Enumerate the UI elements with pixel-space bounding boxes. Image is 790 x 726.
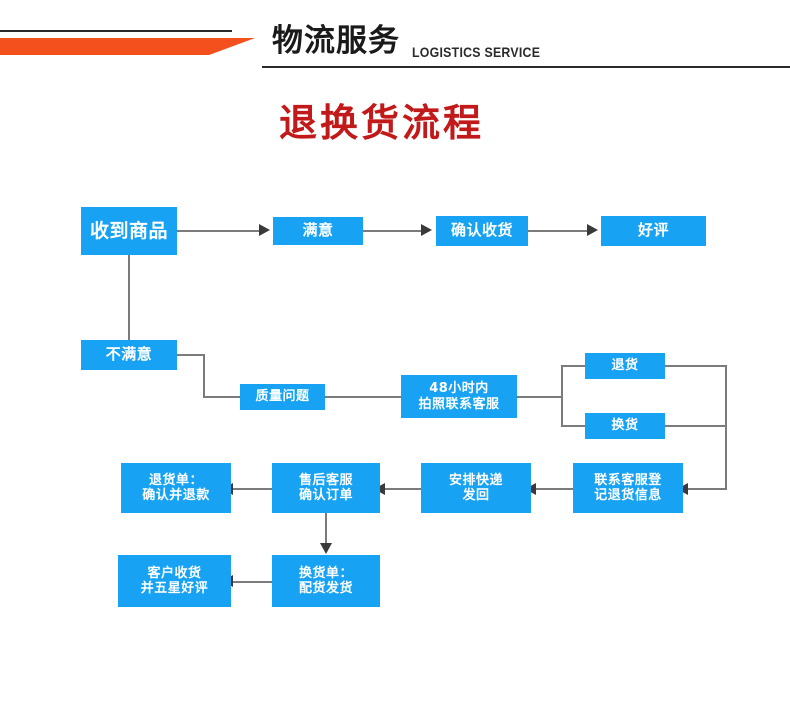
flow-node-contact-48h[interactable]: 48小时内 拍照联系客服	[401, 375, 517, 418]
flow-node-exchange-goods[interactable]: 换货	[585, 413, 665, 439]
connector-exchange-order-to-customer	[232, 581, 272, 583]
flow-node-received[interactable]: 收到商品	[81, 207, 177, 255]
connector-48h-branch-v	[561, 366, 563, 426]
flow-node-aftersale-confirm[interactable]: 售后客服 确认订单	[272, 463, 380, 513]
connector-quality-to-48h	[325, 396, 403, 398]
header-title-cn: 物流服务	[272, 23, 400, 59]
connector-48h-branch-h	[517, 396, 563, 398]
arrowhead-received-to-satisfied	[259, 224, 270, 236]
connector-aftersale-to-exchange-order	[325, 513, 327, 544]
flow-node-customer-receive[interactable]: 客户收货 并五星好评	[118, 555, 231, 607]
page-header: 物流服务 LOGISTICS SERVICE	[0, 0, 790, 80]
arrowhead-satisfied-to-confirm	[421, 224, 432, 236]
flow-node-register-return[interactable]: 联系客服登 记退货信息	[573, 463, 683, 513]
header-title-en: LOGISTICS SERVICE	[412, 44, 541, 60]
flow-node-return-goods[interactable]: 退货	[585, 353, 665, 379]
connector-exchange-to-merge	[665, 425, 727, 427]
flow-node-satisfied[interactable]: 满意	[273, 217, 363, 245]
header-rule-bottom	[262, 66, 790, 68]
flow-node-good-review[interactable]: 好评	[601, 216, 706, 246]
connector-satisfied-to-confirm	[363, 230, 423, 232]
connector-register-to-courier	[535, 488, 573, 490]
flow-node-exchange-order[interactable]: 换货单： 配货发货	[272, 555, 380, 607]
flow-node-return-order[interactable]: 退货单： 确认并退款	[121, 463, 231, 513]
connector-unsatisfied-elbow-h1	[177, 354, 205, 356]
flow-node-quality-issue[interactable]: 质量问题	[240, 384, 325, 410]
flow-node-arrange-courier[interactable]: 安排快递 发回	[421, 463, 531, 513]
header-rule-top	[0, 30, 232, 32]
flow-node-unsatisfied[interactable]: 不满意	[81, 340, 177, 370]
connector-confirm-to-review	[528, 230, 588, 232]
flow-node-confirm-receipt[interactable]: 确认收货	[436, 216, 528, 246]
connector-merge-vertical	[725, 365, 727, 489]
header-orange-band	[0, 38, 255, 55]
arrowhead-confirm-to-review	[587, 224, 598, 236]
connector-branch-to-return	[561, 365, 586, 367]
arrowhead-aftersale-to-exchange-order	[320, 543, 332, 554]
connector-courier-to-aftersale	[384, 488, 421, 490]
connector-aftersale-to-return-order	[232, 488, 272, 490]
connector-received-to-unsatisfied	[128, 255, 130, 340]
connector-return-to-merge	[665, 365, 727, 367]
connector-branch-to-exchange	[561, 425, 586, 427]
connector-received-to-satisfied	[177, 230, 261, 232]
connector-unsatisfied-elbow-v	[203, 354, 205, 397]
connector-unsatisfied-elbow-h2	[203, 396, 243, 398]
connector-merge-to-register	[688, 488, 727, 490]
page-title: 退换货流程	[279, 101, 485, 145]
